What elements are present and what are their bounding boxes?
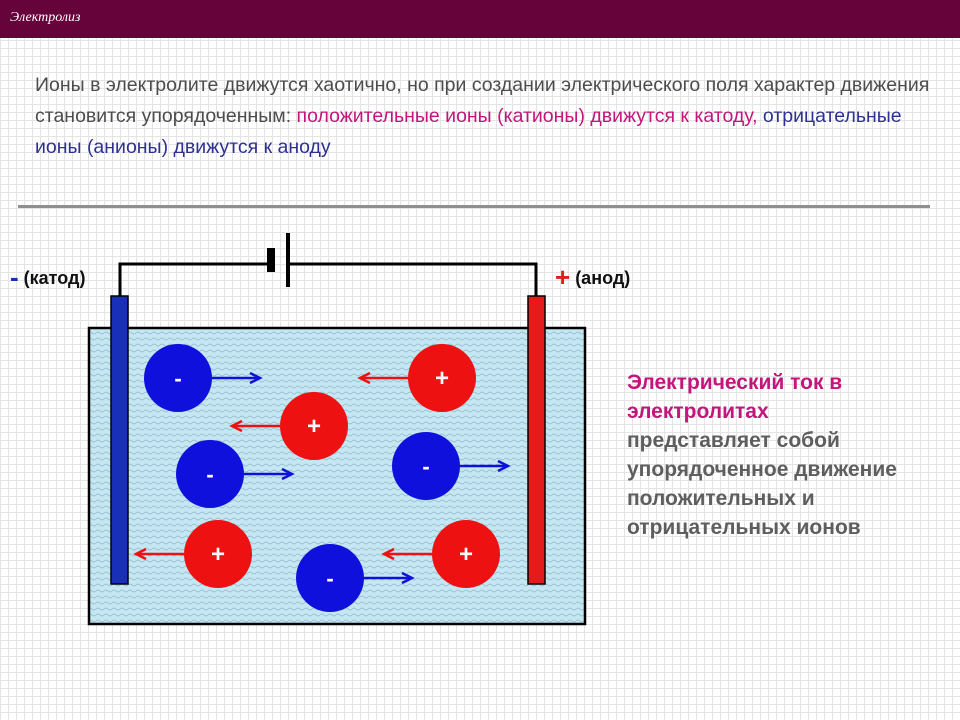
ion-charge-label: +: [435, 365, 449, 392]
side-note: Электрический ток в электролитах предста…: [627, 368, 927, 542]
title-bar: Электролиз: [0, 0, 960, 38]
arrowhead: [281, 467, 295, 481]
ion-charge-label: -: [326, 566, 333, 591]
arrowhead: [229, 419, 243, 433]
anion: -: [392, 432, 511, 500]
side-note-heading: Электрический ток в электролитах: [627, 371, 843, 423]
anode-text: (анод): [570, 268, 631, 288]
cation: +: [357, 344, 476, 412]
anode-electrode: [527, 295, 546, 585]
arrowhead: [357, 371, 371, 385]
intro-negative-ions-text: отрицательные ионы (анионы) движутся к а…: [35, 105, 902, 158]
cation: +: [381, 520, 500, 588]
divider: [18, 205, 930, 208]
anode-sign: +: [555, 262, 571, 292]
anion-circle: [176, 440, 244, 508]
ion-charge-label: +: [459, 541, 473, 568]
ion-charge-label: -: [174, 366, 181, 391]
intro-positive-ions-text: положительные ионы (катионы) движутся к …: [296, 105, 763, 127]
cathode-label: - (катод): [10, 262, 85, 293]
anion-circle: [144, 344, 212, 412]
anion: -: [296, 544, 415, 612]
battery-icon: [267, 233, 290, 287]
ion-charge-label: +: [307, 413, 321, 440]
anode-label: + (анод): [555, 262, 630, 293]
cation: +: [133, 520, 252, 588]
cation-circle: [432, 520, 500, 588]
cation-circle: [184, 520, 252, 588]
arrowhead: [497, 459, 511, 473]
arrowhead: [133, 547, 147, 561]
intro-plain-text: Ионы в электролите движутся хаотично, но…: [35, 74, 930, 127]
side-note-body: представляет собой упорядоченное движени…: [627, 429, 897, 539]
arrowhead: [381, 547, 395, 561]
ions-layer: - + + - - + + -: [133, 344, 511, 612]
ion-charge-label: -: [206, 462, 213, 487]
anion-circle: [392, 432, 460, 500]
circuit-wire: [118, 262, 538, 296]
cation-circle: [408, 344, 476, 412]
intro-paragraph: Ионы в электролите движутся хаотично, но…: [35, 70, 935, 163]
cation-circle: [280, 392, 348, 460]
slide-title: Электролиз: [10, 10, 81, 25]
anion: -: [144, 344, 263, 412]
ion-charge-label: +: [211, 541, 225, 568]
cathode-text: (катод): [18, 268, 86, 288]
arrowhead: [401, 571, 415, 585]
cathode-electrode: [110, 295, 129, 585]
cathode-sign: -: [10, 262, 19, 292]
anion: -: [176, 440, 295, 508]
anion-circle: [296, 544, 364, 612]
arrowhead: [249, 371, 263, 385]
cation: +: [229, 392, 348, 460]
ion-charge-label: -: [422, 454, 429, 479]
